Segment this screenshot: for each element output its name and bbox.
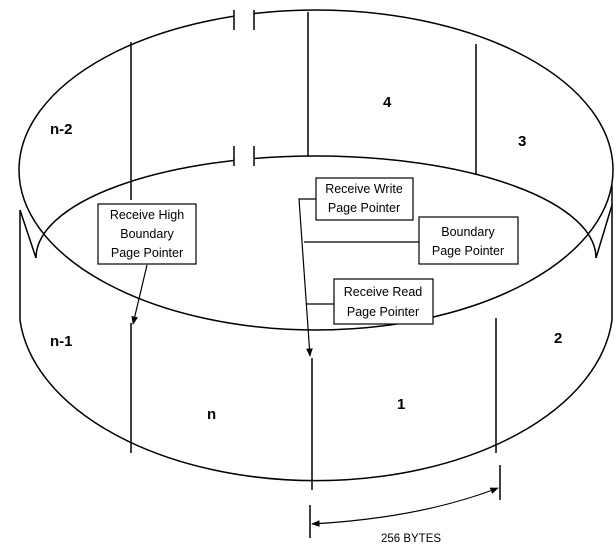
segment-label-n-2: n-2	[50, 121, 73, 138]
receive-high-boundary-line-2: Boundary	[120, 227, 174, 241]
receive-write-arrow	[298, 198, 316, 357]
receive-write-line-1: Receive Write	[325, 182, 403, 196]
boundary-line-2: Page Pointer	[432, 244, 504, 258]
receive-high-boundary-arrow	[131, 264, 148, 325]
left-rim-connector	[19, 209, 37, 259]
receive-read-box	[333, 278, 434, 325]
segment-label-3: 3	[518, 133, 526, 150]
receive-read-line-2: Page Pointer	[347, 305, 419, 319]
dimension-label: 256 BYTES	[381, 533, 441, 545]
boundary-box	[418, 216, 519, 265]
segment-label-1: 1	[397, 396, 405, 413]
segment-label-n: n	[207, 406, 216, 423]
receive-high-boundary-line-3: Page Pointer	[111, 246, 183, 260]
right-rim-connector	[595, 204, 613, 259]
receive-write-line-2: Page Pointer	[328, 201, 400, 215]
receive-high-boundary-line-1: Receive High	[110, 208, 184, 222]
receive-read-line-1: Receive Read	[344, 285, 423, 299]
segment-label-2: 2	[554, 330, 562, 347]
outer-break-gap	[234, 6, 254, 26]
receive-high-boundary-box	[97, 203, 197, 265]
bottom-curve	[19, 319, 613, 482]
receive-write-box	[315, 177, 414, 221]
segment-label-n-1: n-1	[50, 333, 73, 350]
boundary-line-1: Boundary	[441, 225, 495, 239]
segment-label-4: 4	[383, 94, 392, 111]
inner-rim	[35, 155, 597, 259]
outer-rim	[18, 9, 614, 331]
inner-break-gap	[234, 145, 254, 163]
dimension-arc	[311, 487, 499, 527]
